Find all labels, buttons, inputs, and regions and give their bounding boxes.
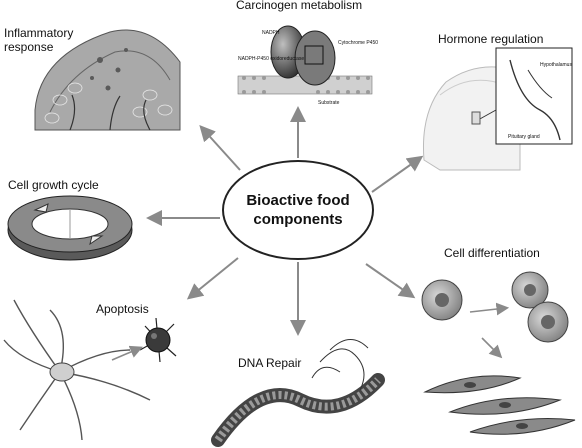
hormone-regulation-illustration: Hypothalamus Pituitary gland bbox=[423, 48, 572, 170]
nadph-label: NADPH bbox=[262, 30, 280, 36]
cell-differentiation-label: Cell differentiation bbox=[444, 246, 540, 260]
arrow-to-differentiation bbox=[366, 264, 412, 296]
dna-repair-illustration bbox=[218, 339, 378, 440]
cell-differentiation-illustration bbox=[422, 272, 575, 434]
inflammatory-response-label: Inflammatory response bbox=[4, 26, 100, 54]
carcinogen-metabolism-label: Carcinogen metabolism bbox=[236, 0, 362, 12]
substrate-label: Substrate bbox=[318, 100, 340, 106]
pituitary-label: Pituitary gland bbox=[508, 134, 540, 140]
hub-title: Bioactive food components bbox=[238, 191, 358, 229]
arrow-to-apoptosis bbox=[190, 258, 238, 297]
cell-growth-cycle-illustration bbox=[8, 196, 132, 260]
arrow-to-inflammatory bbox=[202, 128, 240, 170]
central-hub: Bioactive food components bbox=[222, 160, 374, 260]
reductase-label: NADPH-P450 oxidoreductase bbox=[238, 56, 304, 62]
hypothalamus-label: Hypothalamus bbox=[540, 62, 572, 68]
cyp-label: Cytochrome P450 bbox=[338, 40, 378, 46]
arrow-to-hormone bbox=[372, 158, 420, 192]
hormone-regulation-label: Hormone regulation bbox=[438, 32, 543, 46]
apoptosis-label: Apoptosis bbox=[96, 302, 149, 316]
dna-repair-label: DNA Repair bbox=[238, 356, 301, 370]
carcinogen-metabolism-illustration: NADPH NADPH-P450 oxidoreductase Cytochro… bbox=[238, 26, 378, 106]
cell-growth-cycle-label: Cell growth cycle bbox=[8, 178, 99, 192]
apoptosis-illustration bbox=[4, 300, 176, 440]
